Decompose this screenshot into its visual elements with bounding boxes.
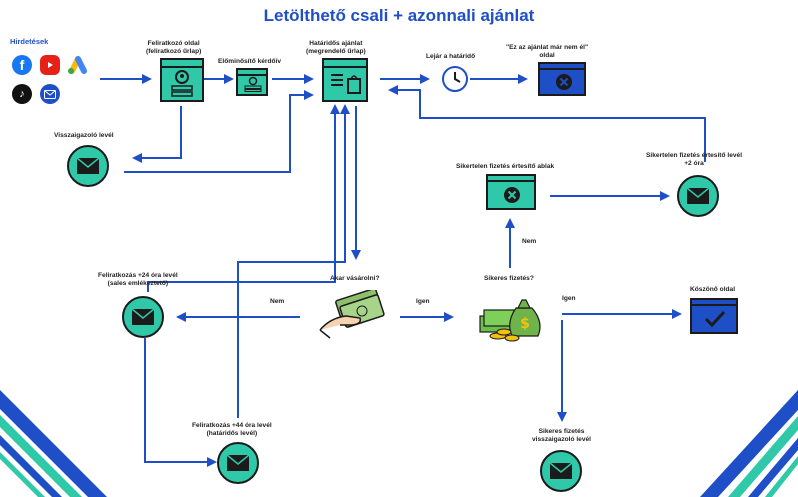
followup44-email-icon <box>217 442 259 484</box>
followup24-label: Feliratkozás +24 óra levél (sales emléke… <box>98 272 178 287</box>
clock-icon <box>440 64 470 94</box>
confirm-email-icon <box>67 145 109 187</box>
success-email-icon <box>540 450 582 492</box>
ads-label: Hirdetések <box>10 37 49 46</box>
deadline-label: Lejár a határidő <box>426 53 476 60</box>
fail-window-label: Sikertelen fizetés értesítő ablak <box>456 163 555 170</box>
buy-question-label: Akar vásárolni? <box>330 275 380 282</box>
corner-stripes-right <box>700 390 798 497</box>
prequal-window <box>236 68 268 96</box>
prequal-label: Előminősítő kérdőív <box>218 58 282 65</box>
offer-order-window <box>322 58 368 102</box>
payment-question-label: Sikeres fizetés? <box>484 275 534 282</box>
facebook-icon: f <box>12 55 32 75</box>
corner-stripes-left <box>0 390 107 497</box>
edge-label-yes-buy: Igen <box>416 298 430 305</box>
money-hand-icon <box>316 287 386 340</box>
signup-form-window <box>160 58 204 102</box>
signup-page-label: Feliratkozó oldal (feliratkozó űrlap) <box>146 40 202 55</box>
diagram-title: Letölthető csali + azonnali ajánlat <box>263 6 535 25</box>
expired-page-window <box>538 62 586 96</box>
success-email-label: Sikeres fizetés visszaigazoló levél <box>532 428 592 443</box>
fail-email-icon <box>677 175 719 217</box>
tiktok-icon: ♪ <box>12 84 32 104</box>
thanks-page-window <box>690 298 738 334</box>
followup24-email-icon <box>122 296 164 338</box>
error-icon <box>504 187 520 203</box>
followup44-label: Feliratkozás +44 óra levél (határidős le… <box>192 422 272 437</box>
confirm-email-label: Visszaigazoló levél <box>54 132 114 139</box>
thanks-page-label: Köszönő oldal <box>690 286 736 293</box>
fail-notice-window <box>486 174 536 210</box>
google-ads-icon <box>66 55 88 75</box>
edge-label-no-payment: Nem <box>522 238 537 245</box>
email-icon <box>40 84 60 104</box>
fail-email-label: Sikertelen fizetés értesítő levél +2 óra <box>646 152 743 167</box>
expired-page-label: "Ez az ajánlat már nem él" oldal <box>506 44 589 59</box>
checkmark-icon <box>704 310 726 328</box>
svg-text:$: $ <box>520 316 530 332</box>
money-bag-coins-icon: $ <box>476 288 548 342</box>
edge-label-yes-payment: Igen <box>562 295 576 302</box>
offer-label: Határidős ajánlat (megrendelő űrlap) <box>306 40 366 55</box>
close-icon <box>556 74 572 90</box>
edge-label-no-buy: Nem <box>270 298 285 305</box>
user-form-icon <box>171 70 193 97</box>
shopping-bag-icon <box>331 74 361 94</box>
youtube-icon <box>40 55 60 75</box>
